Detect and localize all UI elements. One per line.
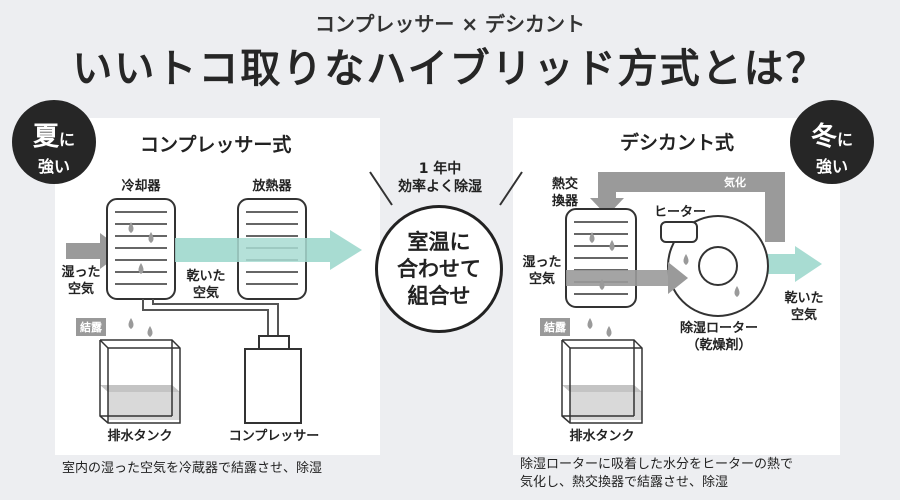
desiccant-caption: 除湿ローターに吸着した水分をヒーターの熱で 気化し、熱交換器で結露させ、除湿 <box>520 456 850 492</box>
compressor-unit <box>244 335 302 424</box>
hybrid-circle: 室温に 合わせて 組合せ <box>375 205 503 333</box>
drain-tank-label: 排水タンク <box>107 429 173 444</box>
header-subtitle: コンプレッサー × デシカント <box>314 12 586 36</box>
heat-exchanger-unit <box>565 208 637 308</box>
vaporize-label: 気化 <box>724 176 746 189</box>
drain-tank-label-right: 排水タンク <box>569 429 635 444</box>
dry-air-right-line2: 空気 <box>790 308 817 323</box>
badge-suffix-right: に <box>837 130 854 149</box>
heat-exchanger-label: 熱交 換器 <box>544 176 586 210</box>
badge-suffix: に <box>59 130 76 149</box>
dry-air-line2: 空気 <box>192 286 219 301</box>
dry-air-label: 乾いた 空気 <box>180 268 232 302</box>
badge-season-right: 冬 <box>810 122 837 152</box>
dry-air-line1: 乾いた <box>186 269 226 284</box>
compressor-title: コンプレッサー式 <box>140 134 292 156</box>
center-note: 1 年中 効率よく除湿 <box>390 160 490 196</box>
humid-air-line1: 湿った <box>61 265 101 280</box>
humid-air-right-line1: 湿った <box>522 255 562 270</box>
circle-line1: 室温に <box>407 229 471 254</box>
center-note-line1: 1 年中 <box>418 161 462 177</box>
badge-strong-right: 強い <box>815 157 848 176</box>
drain-tank <box>99 339 181 424</box>
dry-air-arrow-right <box>765 246 822 282</box>
heater-unit <box>660 221 698 243</box>
desiccant-title: デシカント式 <box>620 132 735 154</box>
rotor-line1: 除湿ローター <box>679 321 758 336</box>
heat-exchanger-line2: 換器 <box>551 194 578 209</box>
refrigerant-pipe <box>142 299 279 340</box>
vapor-loop-arrow <box>590 172 785 242</box>
summer-badge: 夏に 強い <box>12 100 96 184</box>
dry-air-label-right: 乾いた 空気 <box>778 290 830 324</box>
heat-exchanger-line1: 熱交 <box>551 177 578 192</box>
compressor-caption: 室内の湿った空気を冷蔵器で結露させ、除湿 <box>62 461 323 476</box>
badge-strong: 強い <box>37 157 70 176</box>
condensation-tag: 結露 <box>76 318 106 336</box>
badge-season: 夏 <box>32 122 59 152</box>
compressor-label: コンプレッサー <box>228 429 320 444</box>
humid-air-label-right: 湿った 空気 <box>517 254 567 288</box>
rotor-line2: （乾燥剤） <box>686 338 752 353</box>
desiccant-caption-line2: 気化し、熱交換器で結露させ、除湿 <box>520 475 729 490</box>
desiccant-caption-line1: 除湿ローターに吸着した水分をヒーターの熱で <box>520 457 794 472</box>
circle-line3: 組合せ <box>407 283 471 308</box>
winter-badge: 冬に 強い <box>790 100 874 184</box>
humid-air-arrow-right <box>566 262 688 294</box>
connector-line-left <box>369 171 393 206</box>
humid-air-label: 湿った 空気 <box>56 264 106 298</box>
radiator-label: 放熱器 <box>252 179 292 194</box>
circle-line2: 合わせて <box>397 256 481 281</box>
humid-air-right-line2: 空気 <box>528 272 555 287</box>
drain-tank-right <box>561 339 643 424</box>
cooler-label: 冷却器 <box>121 179 161 194</box>
condensation-tag-right: 結露 <box>540 318 570 336</box>
page-title: いいトコ取りなハイブリッド方式とは？ <box>72 46 828 92</box>
humid-air-line2: 空気 <box>67 282 94 297</box>
connector-line-right <box>499 171 523 206</box>
center-note-line2: 効率よく除湿 <box>398 179 482 195</box>
cooler-unit <box>106 198 176 300</box>
heater-label: ヒーター <box>653 205 706 220</box>
rotor-label: 除湿ローター （乾燥剤） <box>664 320 774 354</box>
dry-air-right-line1: 乾いた <box>784 291 824 306</box>
